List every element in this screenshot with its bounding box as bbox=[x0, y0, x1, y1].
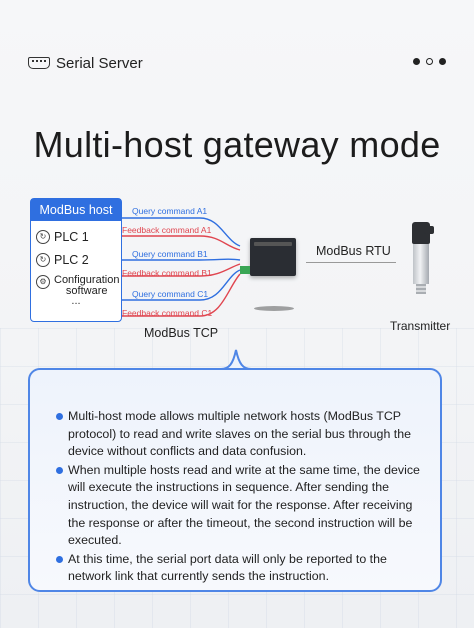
plc-icon: ↻ bbox=[36, 253, 50, 267]
feedback-command-c: Feedback command C1 bbox=[122, 308, 213, 318]
device-shadow bbox=[254, 306, 294, 311]
host-item-label: Configuration software bbox=[54, 274, 120, 297]
device-terminal bbox=[240, 266, 250, 274]
transmitter-thread bbox=[416, 284, 426, 294]
software-icon: ⚙ bbox=[36, 275, 50, 289]
description-box: Multi-host mode allows multiple network … bbox=[28, 368, 442, 592]
host-item-config-software: ⚙ Configuration software bbox=[31, 275, 121, 297]
feedback-command-a: Feedback command A1 bbox=[122, 225, 212, 235]
modbus-host-box: ModBus host ↻ PLC 1 ↻ PLC 2 ⚙ Configurat… bbox=[30, 198, 122, 322]
page-title: Multi-host gateway mode bbox=[33, 124, 441, 165]
transmitter-device bbox=[412, 222, 434, 302]
serial-server-device bbox=[250, 238, 296, 276]
host-item-plc1: ↻ PLC 1 bbox=[31, 230, 121, 244]
gateway-diagram: ModBus host ↻ PLC 1 ↻ PLC 2 ⚙ Configurat… bbox=[0, 188, 474, 368]
host-item-label: PLC 1 bbox=[54, 230, 89, 244]
description-bullet-1: Multi-host mode allows multiple network … bbox=[56, 408, 426, 461]
plc-icon: ↻ bbox=[36, 230, 50, 244]
serial-port-icon bbox=[28, 57, 50, 69]
carousel-dot-2[interactable] bbox=[426, 58, 433, 65]
header: Serial Server bbox=[28, 52, 446, 74]
description-bullet-2: When multiple hosts read and write at th… bbox=[56, 462, 426, 550]
host-item-label: PLC 2 bbox=[54, 253, 89, 267]
transmitter-body bbox=[413, 244, 429, 284]
carousel-dots bbox=[413, 58, 446, 65]
query-command-b: Query command B1 bbox=[132, 249, 208, 259]
transmitter-head bbox=[412, 222, 434, 244]
brand-label: Serial Server bbox=[56, 54, 143, 72]
query-command-a: Query command A1 bbox=[132, 206, 208, 216]
feedback-command-b: Feedback command B1 bbox=[122, 268, 212, 278]
feedback-line-b bbox=[122, 263, 241, 277]
transmitter-label: Transmitter bbox=[390, 319, 451, 333]
host-title: ModBus host bbox=[31, 199, 121, 221]
query-line-c bbox=[122, 269, 241, 301]
callout-pointer bbox=[221, 349, 251, 370]
modbus-tcp-label: ModBus TCP bbox=[144, 326, 219, 340]
query-line-b bbox=[122, 258, 241, 261]
carousel-dot-1[interactable] bbox=[413, 58, 420, 65]
host-more: ... bbox=[71, 295, 81, 307]
modbus-rtu-label: ModBus RTU bbox=[316, 244, 391, 258]
feedback-line-c bbox=[122, 273, 241, 317]
feedback-line-a bbox=[122, 235, 241, 251]
query-line-a bbox=[122, 217, 241, 247]
carousel-dot-3[interactable] bbox=[439, 58, 446, 65]
connection-lines bbox=[122, 217, 241, 317]
rtu-link-line bbox=[306, 262, 396, 263]
host-item-plc2: ↻ PLC 2 bbox=[31, 253, 121, 267]
description-bullet-3: At this time, the serial port data will … bbox=[56, 551, 426, 586]
query-command-c: Query command C1 bbox=[132, 289, 209, 299]
